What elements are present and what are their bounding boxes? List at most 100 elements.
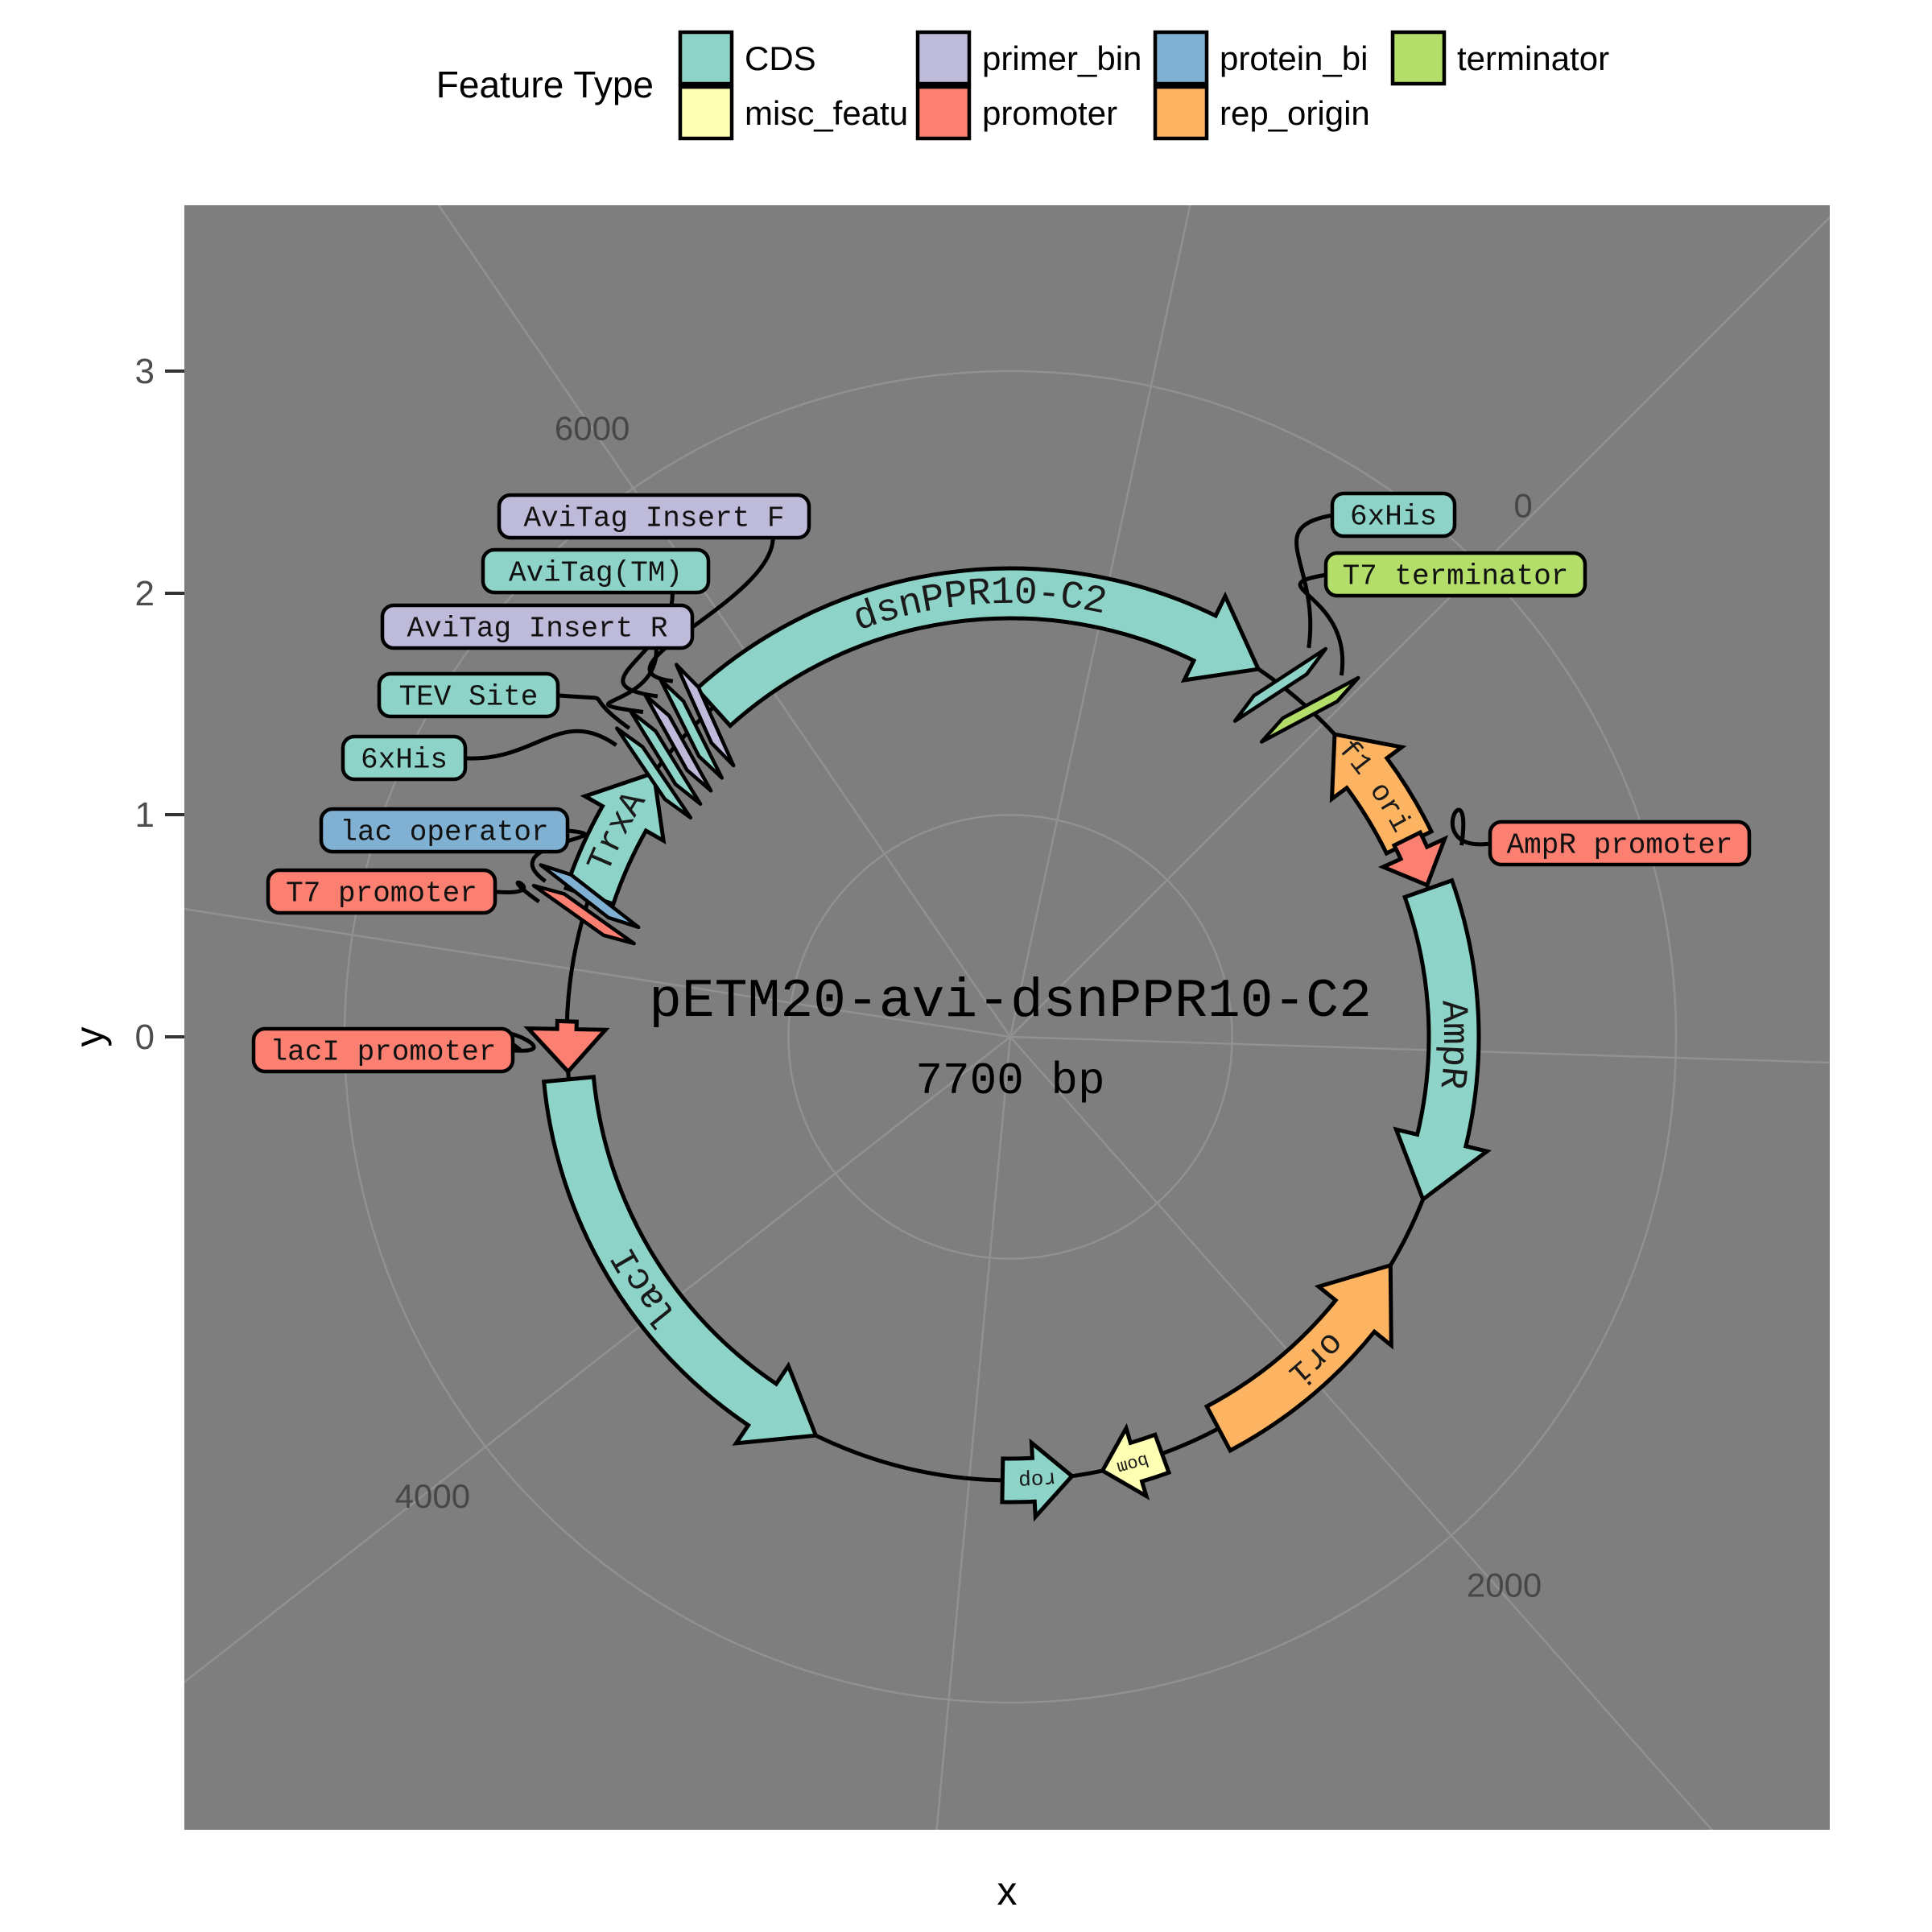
legend-entry-terminator: terminator <box>1390 30 1609 86</box>
callout-text: T7 promoter <box>286 877 477 910</box>
callout-t7-promoter: T7 promoter <box>266 868 497 915</box>
feature-ori <box>1203 1262 1393 1454</box>
leader-line <box>1450 807 1494 847</box>
callout-avitag-tm-: AviTag(TM) <box>481 547 711 595</box>
sliver-shape <box>629 709 703 806</box>
leader-line <box>461 729 617 761</box>
callout-6xhis: 6xHis <box>341 734 468 782</box>
arc-label-rop: rop <box>1018 1466 1058 1492</box>
sliver-avitag-insert-r <box>643 693 713 793</box>
legend-entry-promoter: promoter <box>915 85 1117 141</box>
sliver-shape <box>1232 646 1328 723</box>
legend-key-swatch <box>1153 30 1209 86</box>
callout-text: AviTag Insert F <box>523 502 784 535</box>
sliver-shape <box>539 863 641 930</box>
legend-entry-primer-bin: primer_bin <box>915 30 1141 86</box>
grid-circle <box>787 814 1233 1260</box>
sliver-shape <box>658 677 724 780</box>
legend-key-swatch <box>915 85 972 141</box>
plasmid-features <box>523 566 1492 1522</box>
callout-laci-promoter: lacI promoter <box>251 1026 515 1074</box>
y-axis-ticks: 3 2 1 0 <box>135 352 184 1057</box>
legend-entry-label: rep_origin <box>1220 94 1370 132</box>
feature-ampr-promoter <box>1377 829 1449 888</box>
sliver-lac-operator <box>539 863 641 930</box>
callout-lac-operator: lac operator <box>319 807 570 854</box>
callout-box <box>1323 551 1587 598</box>
callout-box <box>380 603 695 650</box>
leader-line <box>1298 572 1345 676</box>
callout-box <box>377 671 560 719</box>
callout-text: 6xHis <box>1350 501 1437 534</box>
feature-callout-boxes: AviTag Insert F AviTag(TM) AviTag Insert R… <box>251 491 1752 1074</box>
legend-entry-cds: CDS <box>678 30 816 86</box>
small-feature-slivers <box>531 646 1360 946</box>
legend-key-swatch <box>1153 85 1209 141</box>
feature-rop <box>1000 1438 1075 1522</box>
legend-entry-label: promoter <box>982 94 1117 132</box>
sliver-shape <box>675 663 736 768</box>
legend-key-swatch <box>678 30 734 86</box>
legend-key-swatch <box>915 30 972 86</box>
sliver-tev-site <box>629 709 703 806</box>
plasmid-title: pETM20-avi-dsnPPR10-C2 <box>649 971 1372 1033</box>
y-tick-label: 2 <box>135 574 155 613</box>
callout-text: lacI promoter <box>270 1036 497 1069</box>
legend-key-swatch <box>678 85 734 141</box>
plot-panel <box>184 205 1830 1830</box>
sliver-shape <box>615 726 693 820</box>
y-tick-label: 3 <box>135 352 155 391</box>
sliver-6xhis <box>615 726 693 820</box>
callout-box <box>341 734 468 782</box>
y-tick-label: 0 <box>135 1018 155 1057</box>
grid-spoke <box>1009 1035 1830 1064</box>
y-tick-label: 1 <box>135 795 155 835</box>
leader-line <box>606 644 658 714</box>
legend-title: Feature Type <box>436 64 654 105</box>
callout-avitag-insert-f: AviTag Insert F <box>497 493 811 540</box>
theta-tick-label: 2000 <box>1467 1566 1542 1604</box>
plasmid-size: 7700 bp <box>915 1055 1104 1107</box>
feature-bom <box>1100 1422 1172 1501</box>
leader-line <box>554 693 631 730</box>
feature-ampr <box>1393 877 1492 1203</box>
legend-entry-label: protein_bi <box>1220 39 1368 77</box>
legend-entry-rep-origin: rep_origin <box>1153 85 1370 141</box>
feature-laci-promoter <box>523 1018 610 1075</box>
legend-entry-label: primer_bin <box>982 39 1141 77</box>
legend-entry-label: terminator <box>1457 39 1609 77</box>
legend-entry-label: CDS <box>745 39 816 77</box>
sliver-shape <box>531 883 636 946</box>
legend-entry-protein-bi: protein_bi <box>1153 30 1368 86</box>
legend-entry-label: misc_featu <box>745 94 908 132</box>
feature-dsnppr10-c2 <box>694 566 1261 729</box>
feature-f1-ori <box>1329 732 1435 857</box>
x-axis-title: x <box>997 1868 1018 1913</box>
sliver-t7-promoter <box>531 883 636 946</box>
theta-tick-label: 4000 <box>395 1477 470 1515</box>
legend-key-swatch <box>1390 30 1447 86</box>
callout-text: TEV Site <box>399 681 539 714</box>
leader-line <box>1294 513 1336 649</box>
callout-text: T7 terminator <box>1343 560 1569 593</box>
callout-text: lac operator <box>340 816 548 849</box>
sliver-t7-terminator <box>1259 675 1360 744</box>
callout-box <box>266 868 497 915</box>
callout-box <box>319 807 570 854</box>
callout-box <box>1330 491 1457 539</box>
grid-spoke <box>935 1036 1012 1830</box>
grid-spoke <box>1009 205 1191 1038</box>
callout-text: AviTag Insert R <box>407 613 667 646</box>
legend: Feature Type CDS misc_featu primer_binprom… <box>436 30 1609 141</box>
callout-box <box>497 493 811 540</box>
callout-box <box>481 547 711 595</box>
sliver-shape <box>643 693 713 793</box>
callout-text: AviTag(TM) <box>509 557 683 590</box>
sliver-avitag(tm) <box>658 677 724 780</box>
callout-text: AmpR promoter <box>1507 829 1733 862</box>
theta-tick-label: 6000 <box>555 409 630 447</box>
feature-trxa <box>563 770 667 907</box>
sliver-shape <box>1259 675 1360 744</box>
